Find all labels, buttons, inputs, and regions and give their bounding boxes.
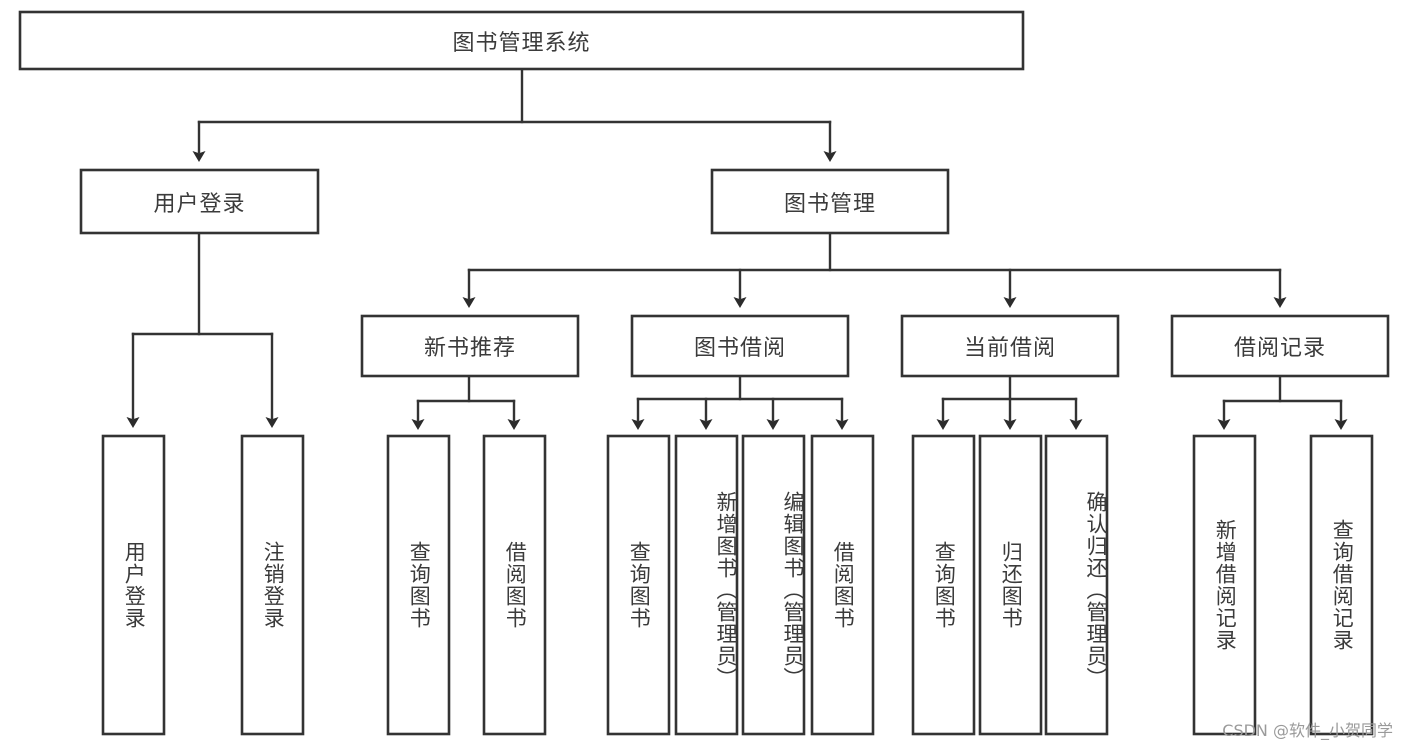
node-book-manage-box[interactable] bbox=[710, 168, 950, 235]
edges-user-login-to-leaves bbox=[126, 231, 279, 428]
node-new-book-rec-box[interactable] bbox=[360, 314, 580, 378]
node-leaf-borrow-book-2-box[interactable] bbox=[810, 434, 875, 736]
node-root-box[interactable] bbox=[18, 10, 1025, 71]
edges-book-borrow-to-leaves bbox=[631, 374, 849, 430]
node-borrow-record-box[interactable] bbox=[1170, 314, 1390, 378]
edges-borrow-record-to-leaves bbox=[1217, 374, 1348, 430]
node-leaf-edit-book-box[interactable] bbox=[741, 434, 806, 736]
node-leaf-add-book-box[interactable] bbox=[674, 434, 739, 736]
node-leaf-query-book-1-box[interactable] bbox=[386, 434, 451, 736]
edges-current-borrow-to-leaves bbox=[936, 374, 1083, 430]
node-leaf-borrow-book-1-box[interactable] bbox=[482, 434, 547, 736]
node-leaf-logout-login-box[interactable] bbox=[240, 434, 305, 736]
node-leaf-query-book-2-box[interactable] bbox=[606, 434, 671, 736]
node-current-borrow-box[interactable] bbox=[900, 314, 1120, 378]
edges-root-to-level2 bbox=[192, 67, 837, 162]
node-leaf-query-record-box[interactable] bbox=[1309, 434, 1374, 736]
node-leaf-query-book-3-box[interactable] bbox=[911, 434, 976, 736]
node-book-borrow-box[interactable] bbox=[630, 314, 850, 378]
node-leaf-user-login-box[interactable] bbox=[101, 434, 166, 736]
edges-book-manage-to-level3 bbox=[462, 231, 1287, 308]
node-leaf-confirm-return-box[interactable] bbox=[1044, 434, 1109, 736]
node-leaf-return-book-box[interactable] bbox=[978, 434, 1043, 736]
edges-new-book-rec-to-leaves bbox=[411, 374, 521, 430]
node-leaf-add-record-box[interactable] bbox=[1192, 434, 1257, 736]
node-user-login-box[interactable] bbox=[79, 168, 320, 235]
